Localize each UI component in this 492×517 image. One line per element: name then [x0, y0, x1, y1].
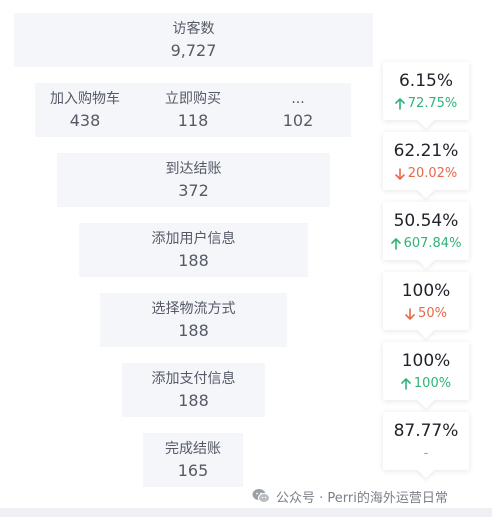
- arrow-up-icon: [390, 237, 401, 250]
- change-value: 50%: [418, 305, 447, 321]
- funnel-stage-complete: 完成结账 165: [143, 433, 243, 487]
- stage-value: 372: [178, 180, 209, 200]
- stage-label: 完成结账: [165, 440, 221, 457]
- stage-value: 188: [178, 320, 209, 340]
- conversion-rate: 6.15%: [398, 70, 453, 91]
- funnel-stage-shipping: 选择物流方式 188: [100, 293, 287, 347]
- conversion-rate: 100%: [401, 280, 451, 301]
- conversion-rate: 87.77%: [393, 420, 459, 441]
- conversion-rate: 62.21%: [393, 140, 459, 161]
- change-value: 72.75%: [407, 95, 458, 111]
- change-value: 607.84%: [403, 235, 462, 251]
- conversion-card: 50.54% 607.84%: [383, 202, 469, 260]
- stage-label: 立即购买: [165, 90, 221, 107]
- conversion-card: 100% 50%: [383, 272, 469, 330]
- stage-label: ...: [291, 90, 305, 107]
- stage-label: 添加支付信息: [151, 370, 236, 387]
- change-value: 20.02%: [407, 165, 458, 181]
- stage-label: 选择物流方式: [151, 300, 236, 317]
- stage-label: 访客数: [172, 20, 215, 37]
- conversion-change: 100%: [401, 375, 451, 393]
- stage-value: 438: [69, 110, 101, 130]
- stage-label: 到达结账: [165, 160, 222, 177]
- wechat-icon: [252, 488, 270, 504]
- stage-value: 102: [282, 110, 314, 130]
- stage-label: 添加用户信息: [151, 230, 236, 247]
- funnel-stage-payment: 添加支付信息 188: [122, 363, 265, 417]
- funnel-stage-user-info: 添加用户信息 188: [79, 223, 308, 277]
- watermark-text: 公众号 · Perri的海外运营日常: [276, 490, 448, 506]
- conversion-card: 87.77% -: [383, 412, 469, 470]
- bottom-divider: [0, 508, 492, 517]
- conversion-change: 72.75%: [394, 95, 458, 113]
- stage-label: 加入购物车: [50, 90, 120, 107]
- conversion-change: 20.02%: [394, 165, 458, 183]
- conversion-card: 100% 100%: [383, 342, 469, 400]
- conversion-change: 607.84%: [390, 235, 462, 253]
- watermark: 公众号 · Perri的海外运营日常: [252, 486, 448, 506]
- conversion-card: 6.15% 72.75%: [383, 62, 469, 120]
- conversion-rate: 50.54%: [393, 210, 459, 231]
- stage-value: 165: [177, 460, 209, 480]
- arrow-up-icon: [394, 97, 405, 110]
- stage-value: 188: [178, 390, 209, 410]
- stage-value: 9,727: [170, 40, 217, 60]
- cart-cell-buy-now: 立即购买 118: [143, 83, 243, 137]
- funnel-stage-cart: 加入购物车 438 立即购买 118 ... 102: [35, 83, 351, 137]
- conversion-change: -: [424, 445, 429, 463]
- cart-cell-add-to-cart: 加入购物车 438: [35, 83, 135, 137]
- stage-value: 118: [177, 110, 209, 130]
- arrow-down-icon: [394, 167, 405, 180]
- conversion-card: 62.21% 20.02%: [383, 132, 469, 190]
- arrow-down-icon: [405, 307, 415, 320]
- stage-value: 188: [178, 250, 209, 270]
- change-value: -: [423, 445, 429, 461]
- funnel-stage-visitors: 访客数 9,727: [14, 13, 373, 67]
- cart-cell-more[interactable]: ... 102: [248, 83, 348, 137]
- change-value: 100%: [413, 375, 452, 391]
- funnel-stage-checkout: 到达结账 372: [57, 153, 330, 207]
- conversion-rate: 100%: [401, 350, 451, 371]
- arrow-up-icon: [401, 377, 411, 390]
- conversion-change: 50%: [405, 305, 447, 323]
